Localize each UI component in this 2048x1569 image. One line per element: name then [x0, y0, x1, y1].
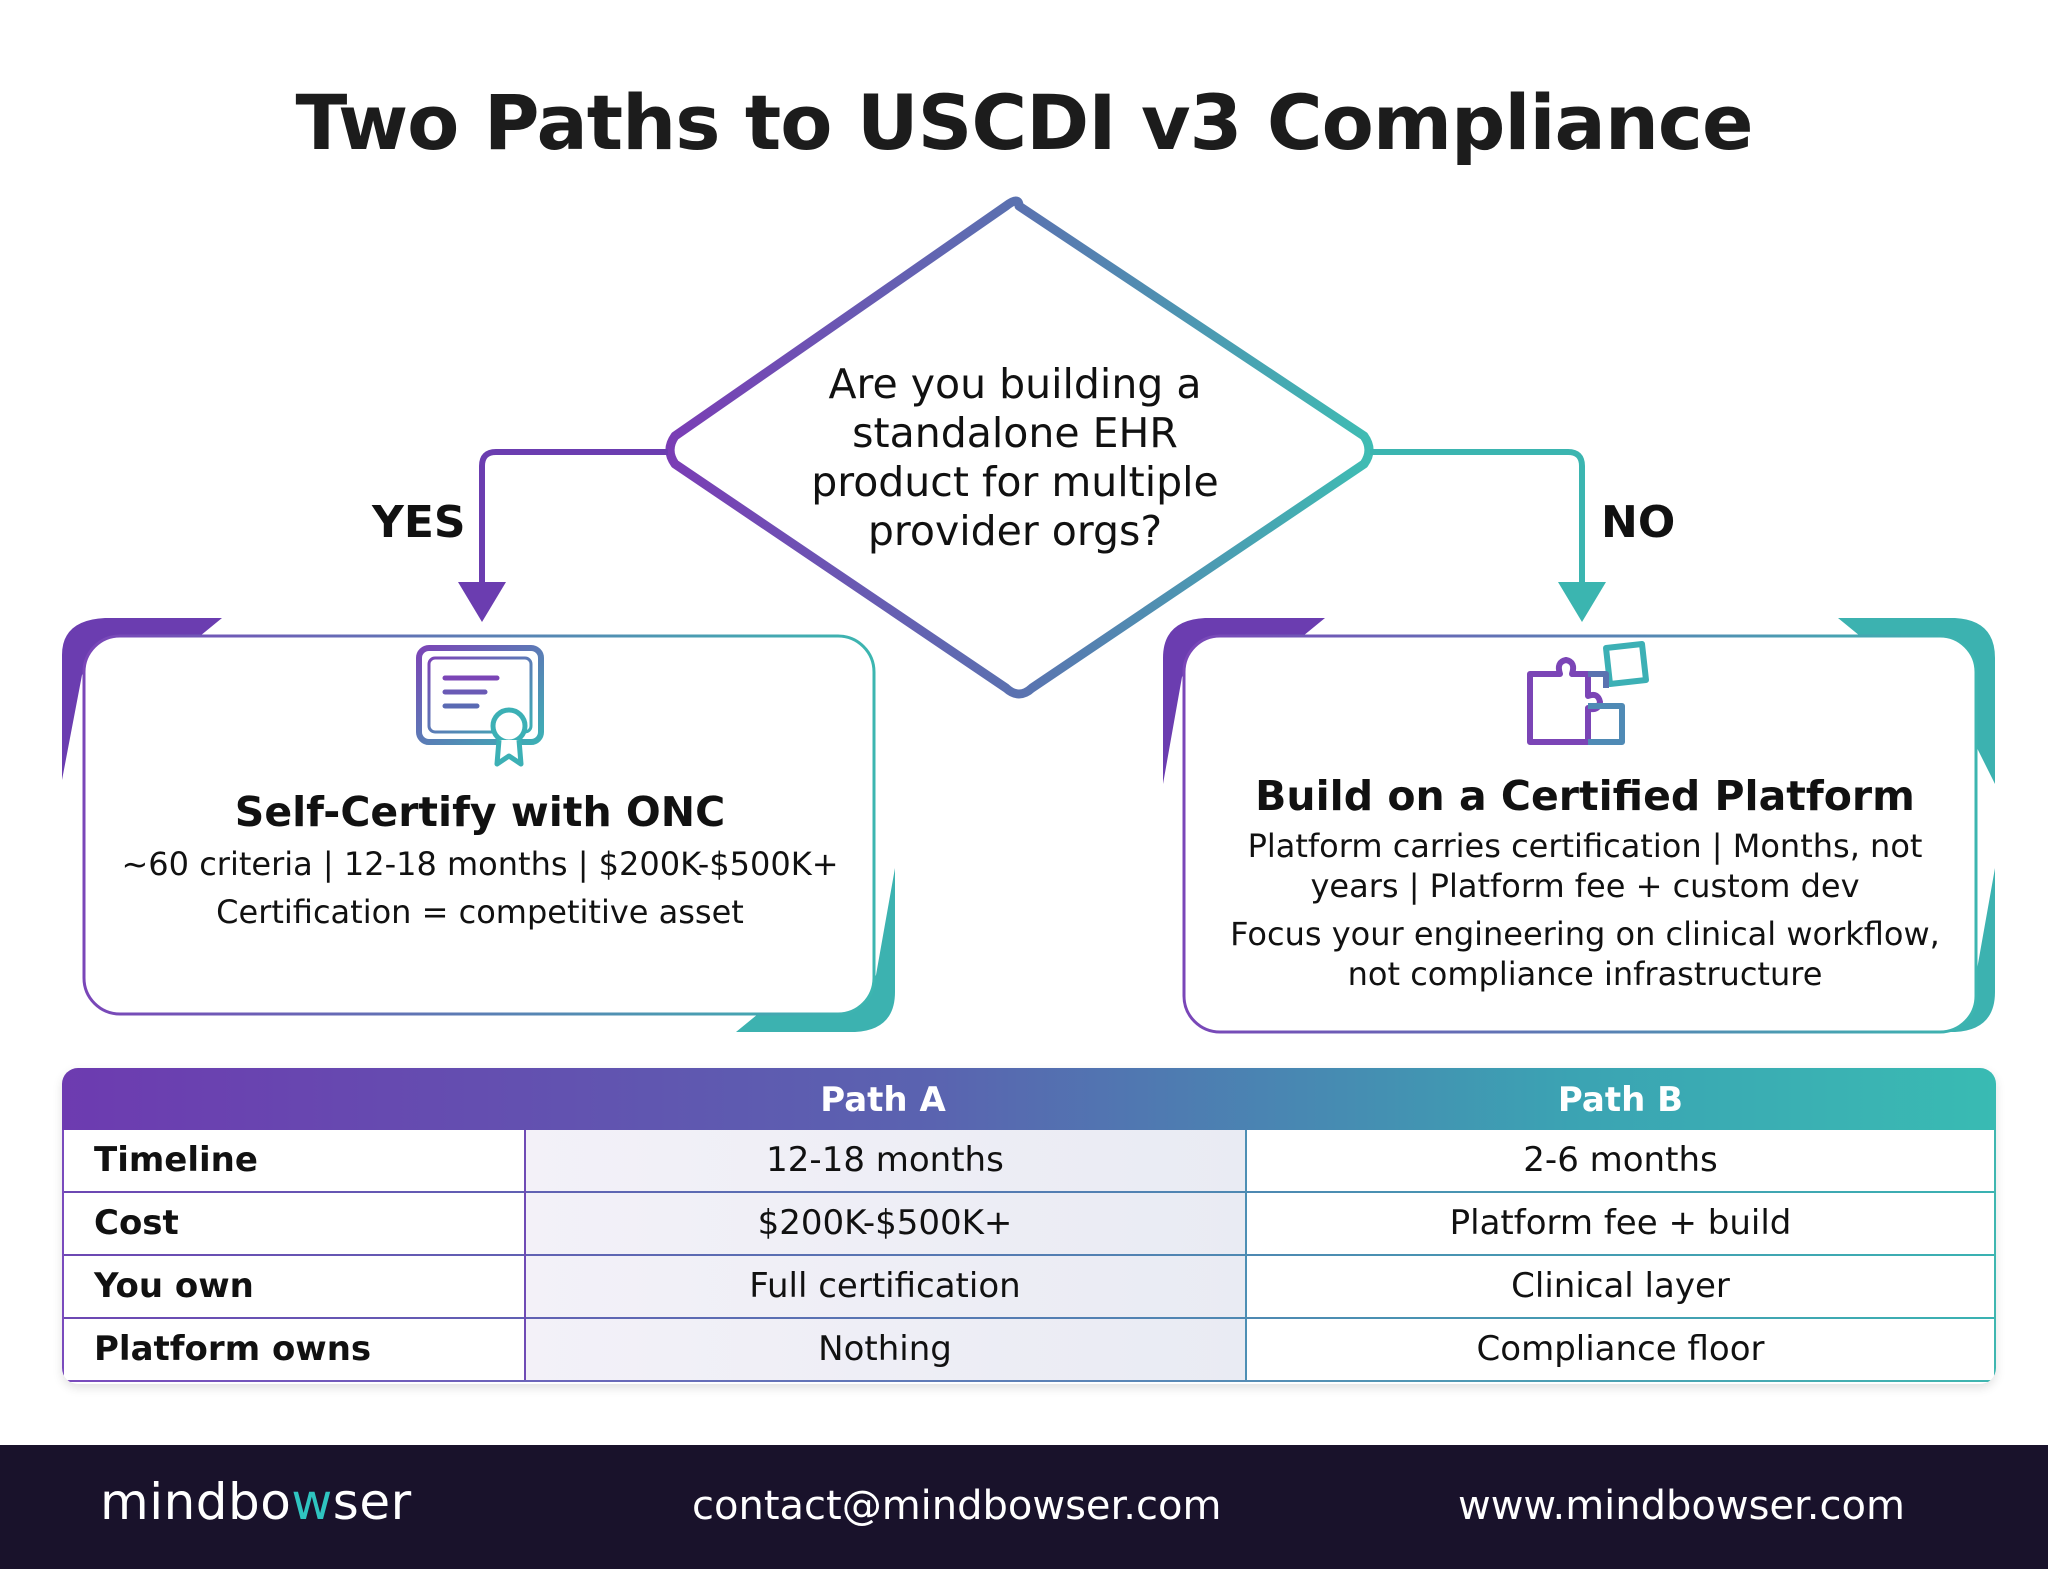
puzzle-pieces-icon: [1527, 641, 1649, 745]
question-line: provider orgs?: [867, 507, 1163, 555]
path-b-content: Build on a Certified Platform Platform c…: [1190, 640, 1980, 994]
row-label: Platform owns: [94, 1329, 372, 1369]
footer-bar: mindbowser contact@mindbowser.com www.mi…: [0, 1445, 2048, 1569]
path-b-value: 2-6 months: [1523, 1140, 1718, 1180]
brand-text: mindbo: [100, 1473, 292, 1531]
path-a-card: [62, 618, 895, 1032]
path-b-card: [1163, 618, 1995, 1034]
path-a-title: Self-Certify with ONC: [234, 788, 726, 836]
contact-email[interactable]: contact@mindbowser.com: [692, 1483, 1222, 1529]
table-row: Cost $200K-$500K+ Platform fee + build: [64, 1193, 1994, 1256]
path-a-content: Self-Certify with ONC ~60 criteria | 12-…: [90, 640, 870, 932]
no-connector: [1370, 449, 1585, 588]
no-arrowhead: [1558, 582, 1606, 622]
row-label: Timeline: [94, 1140, 258, 1180]
column-divider: [524, 1130, 526, 1380]
table-row: Timeline 12-18 months 2-6 months: [64, 1130, 1994, 1193]
table-row: Platform owns Nothing Compliance floor: [64, 1319, 1994, 1382]
path-b-line: Platform carries certification | Months,…: [1247, 827, 1923, 865]
page-title: Two Paths to USCDI v3 Compliance: [295, 78, 1753, 167]
decision-question: Are you building a standalone EHR produc…: [790, 360, 1240, 556]
path-a-line: ~60 criteria | 12-18 months | $200K-$500…: [121, 845, 839, 883]
certificate-icon: [416, 645, 544, 767]
yes-arrowhead: [458, 582, 506, 622]
path-a-value: 12-18 months: [525, 1130, 1245, 1191]
path-a-value: Nothing: [525, 1319, 1245, 1380]
brand-accent: w: [291, 1473, 333, 1531]
comparison-header: Path A Path B: [62, 1068, 1996, 1130]
header-path-a: Path A: [820, 1080, 946, 1120]
yes-connector: [479, 449, 668, 588]
question-line: Are you building a: [828, 360, 1202, 408]
path-a-line: Certification = competitive asset: [216, 893, 744, 931]
table-row: You own Full certification Clinical laye…: [64, 1256, 1994, 1319]
path-b-title: Build on a Certified Platform: [1255, 772, 1915, 820]
path-b-value: Platform fee + build: [1449, 1203, 1792, 1243]
yes-label: YES: [372, 497, 466, 548]
header-path-b: Path B: [1557, 1080, 1684, 1120]
decision-diamond: [665, 196, 1374, 699]
path-b-line: years | Platform fee + custom dev: [1310, 867, 1860, 905]
row-label: You own: [94, 1266, 254, 1306]
no-label: NO: [1601, 497, 1676, 548]
brand-logo: mindbowser: [100, 1473, 412, 1531]
path-a-value: Full certification: [525, 1256, 1245, 1317]
path-a-value: $200K-$500K+: [525, 1193, 1245, 1254]
path-b-value: Compliance floor: [1476, 1329, 1765, 1369]
path-b-value: Clinical layer: [1511, 1266, 1730, 1306]
column-divider: [1245, 1130, 1247, 1380]
question-line: standalone EHR: [852, 409, 1178, 457]
path-b-line: Focus your engineering on clinical workf…: [1230, 915, 1940, 953]
brand-text: ser: [332, 1473, 412, 1531]
comparison-table: Path A Path B Timeline 12-18 months 2-6 …: [62, 1068, 1996, 1384]
website-link[interactable]: www.mindbowser.com: [1458, 1483, 1905, 1529]
comparison-body: Timeline 12-18 months 2-6 months Cost $2…: [62, 1130, 1996, 1382]
row-label: Cost: [94, 1203, 179, 1243]
path-b-line: not compliance infrastructure: [1347, 955, 1823, 993]
question-line: product for multiple: [811, 458, 1219, 506]
